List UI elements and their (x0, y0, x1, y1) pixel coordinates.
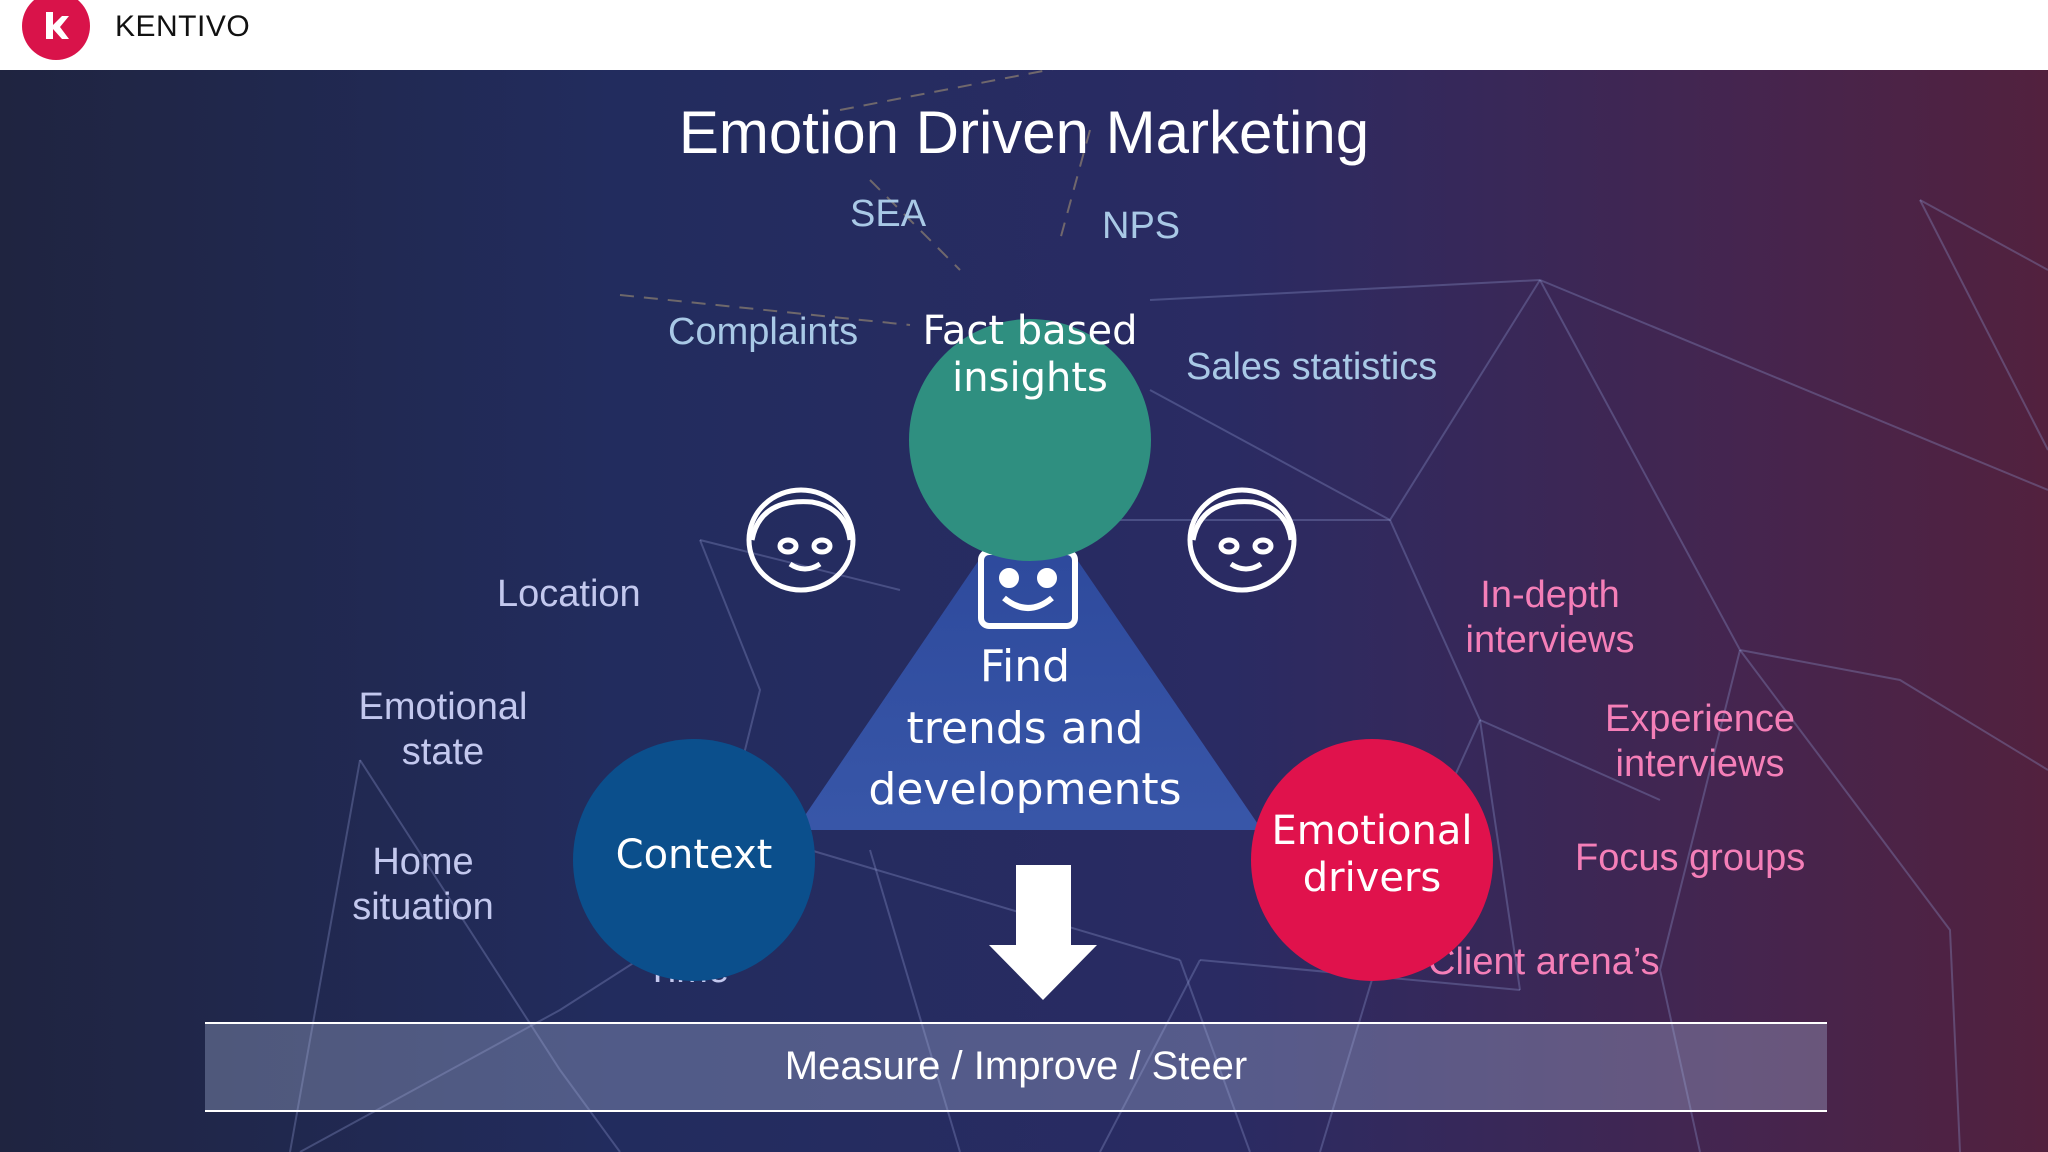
top-bar: KENTIVO (0, 0, 2048, 70)
hub-fact-label: Fact based insights (922, 308, 1138, 402)
label-sea: SEA (850, 193, 927, 235)
diagram-graphics (573, 319, 1493, 1000)
bar-label: Measure / Improve / Steer (784, 1044, 1248, 1088)
hub-context-label: Context (615, 832, 773, 878)
background-network (289, 70, 2048, 1152)
kentivo-logo (22, 0, 90, 60)
label-indepth-interviews: In-depth interviews (1465, 574, 1635, 661)
face-icon-left (746, 487, 856, 593)
face-icon-right (1187, 487, 1297, 593)
label-emotional-state: Emotional state (358, 686, 528, 773)
label-sales-statistics: Sales statistics (1186, 346, 1438, 388)
brand-name: KENTIVO (115, 10, 251, 43)
label-client-arenas: Client arena’s (1428, 941, 1660, 983)
down-arrow-icon (989, 865, 1097, 1000)
label-experience-interviews: Experience interviews (1604, 698, 1796, 785)
hub-fact-circle (909, 319, 1151, 561)
label-location: Location (497, 573, 641, 615)
hub-context-circle (573, 739, 815, 981)
center-find-trends-text: Find trends and developments (868, 641, 1182, 816)
hub-emotional-circle (1251, 739, 1493, 981)
hub-emotional-label: Emotional drivers (1271, 808, 1473, 902)
measure-improve-steer-bar: Measure / Improve / Steer (205, 1022, 1827, 1112)
label-complaints: Complaints (668, 311, 859, 353)
label-home-situation: Home situation (352, 841, 494, 928)
slide-title: Emotion Driven Marketing (678, 99, 1370, 166)
center-triangle (795, 488, 1262, 830)
label-focus-groups: Focus groups (1575, 837, 1806, 879)
label-nps: NPS (1102, 205, 1181, 247)
slide: Emotion Driven Marketing SEA NPS Complai… (0, 70, 2048, 1152)
